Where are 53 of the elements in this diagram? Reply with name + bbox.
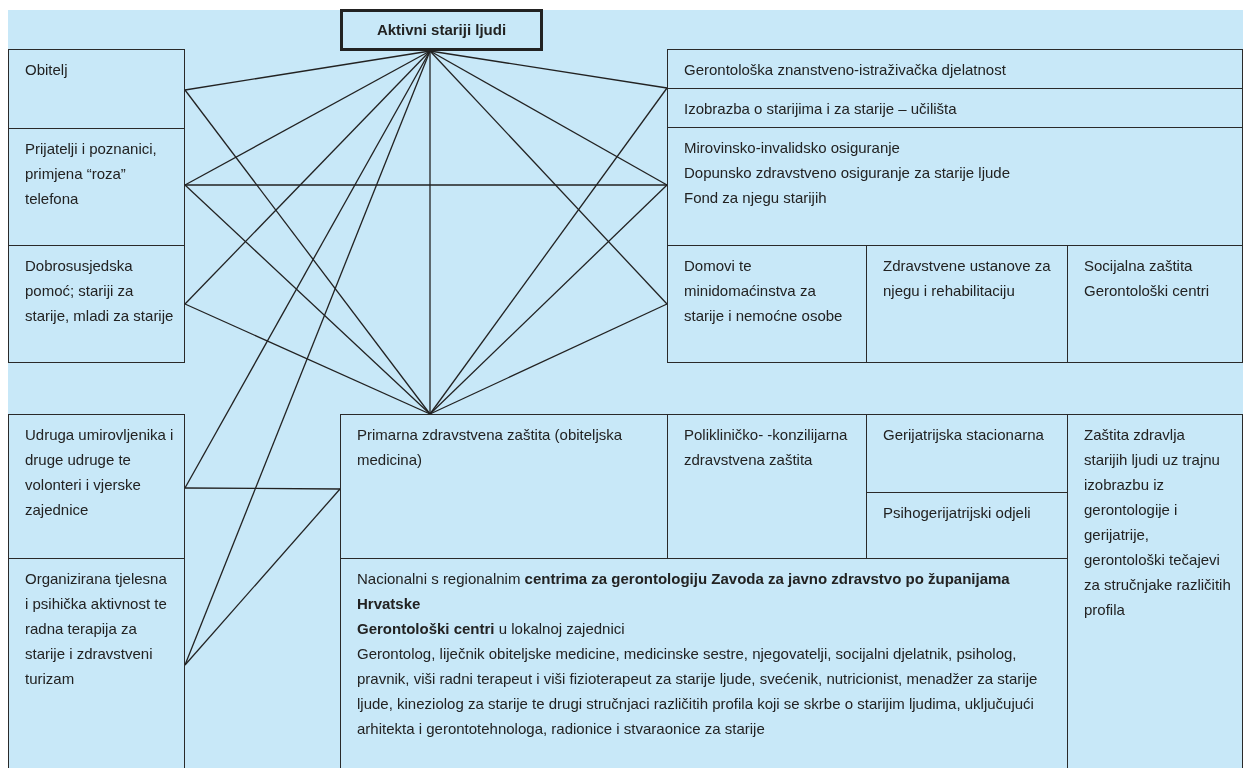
text-box	[667, 49, 1243, 89]
text-box	[8, 128, 185, 246]
connector-line	[429, 303, 668, 415]
connector-line	[184, 184, 431, 415]
box-text: Psihogerijatrijski odjeli	[883, 503, 1032, 523]
box-text: Socijalna zaštita	[1084, 256, 1194, 276]
connector-line	[429, 184, 668, 415]
box-text: Gerontološki centri	[1084, 281, 1211, 301]
box-text: Fond za njegu starijih	[684, 188, 828, 208]
connector-line	[429, 50, 668, 305]
text-box	[667, 245, 867, 363]
text-box	[8, 49, 185, 129]
connector-line	[184, 50, 431, 489]
text-box	[8, 414, 185, 559]
text-box	[8, 558, 185, 768]
text-box	[1067, 414, 1243, 768]
text-box	[667, 88, 1243, 128]
box-text: Zdravstvene ustanove za njegu i rehabilitaciju	[883, 256, 1052, 301]
connector-line	[429, 50, 431, 415]
title-box	[340, 9, 543, 51]
text-box	[8, 245, 185, 363]
box-text: Obitelj	[25, 60, 69, 80]
text-box	[340, 414, 668, 559]
connector-line	[184, 487, 341, 490]
connector-line	[184, 50, 431, 666]
box-text: Prijatelji i poznanici, primjena “roza” telefona	[25, 139, 158, 209]
box-text: Dopunsko zdravstveno osiguranje za starije ljude	[684, 163, 1011, 183]
connector-line	[184, 50, 431, 305]
connector-line	[184, 50, 431, 91]
text-box	[667, 127, 1243, 246]
box-text: Organizirana tjelesna i psihička aktivnost te radna terapija za starije i zdravstveni turizam	[25, 569, 168, 689]
box-text: Gerijatrijska stacionarna	[883, 425, 1045, 445]
box-text: Gerontolog, liječnik obiteljske medicine, medicinske sestre, njegovatelji, socijalni djelatnik, psiholog, pravnik, viši radni terapeut i viši fizioterapeut za starije ljude, svećenik, nutricionist, menadžer za starije ljude, kineziolog za starije te drugi stručnjaci različitih profila koji se skrbe o starijim ljudima, uključujući arhitekta i gerontotehnologa, radionice i stvaraonice za starije	[357, 644, 1039, 739]
box-text: Udruga umirovljenika i druge udruge te volonteri i vjerske zajednice	[25, 425, 174, 520]
text-box	[1067, 245, 1243, 363]
box-text: Gerontološki centri u lokalnoj zajednici	[357, 619, 626, 639]
box-text: Izobrazba o starijima i za starije – učilišta	[684, 99, 958, 119]
box-text: Mirovinsko-invalidsko osiguranje	[684, 138, 901, 158]
connector-line	[429, 50, 668, 89]
connector-line	[184, 488, 341, 666]
connector-line	[184, 89, 431, 415]
box-text: Zaštita zdravlja starijih ljudi uz trajnu izobrazbu iz gerontologije i gerijatrije, gerontološki tečajevi za stručnjake različitih profila	[1084, 425, 1232, 620]
box-text: Gerontološka znanstveno-istraživačka djelatnost	[684, 60, 1007, 80]
connector-line	[184, 184, 668, 186]
connector-line	[429, 50, 668, 186]
box-text: Dobrosusjedska pomoć; stariji za starije, mladi za starije	[25, 256, 174, 326]
connector-line	[184, 303, 431, 415]
connector-line	[184, 50, 431, 186]
title-text: Aktivni stariji ljudi	[375, 20, 508, 40]
box-text: Domovi te minidomaćinstva za starije i nemoćne osobe	[684, 256, 844, 326]
connector-line	[429, 87, 668, 415]
box-text: Primarna zdravstvena zaštita (obiteljska medicina)	[357, 425, 624, 470]
box-text: Polikliničko- -konzilijarna zdravstvena zaštita	[684, 425, 849, 470]
